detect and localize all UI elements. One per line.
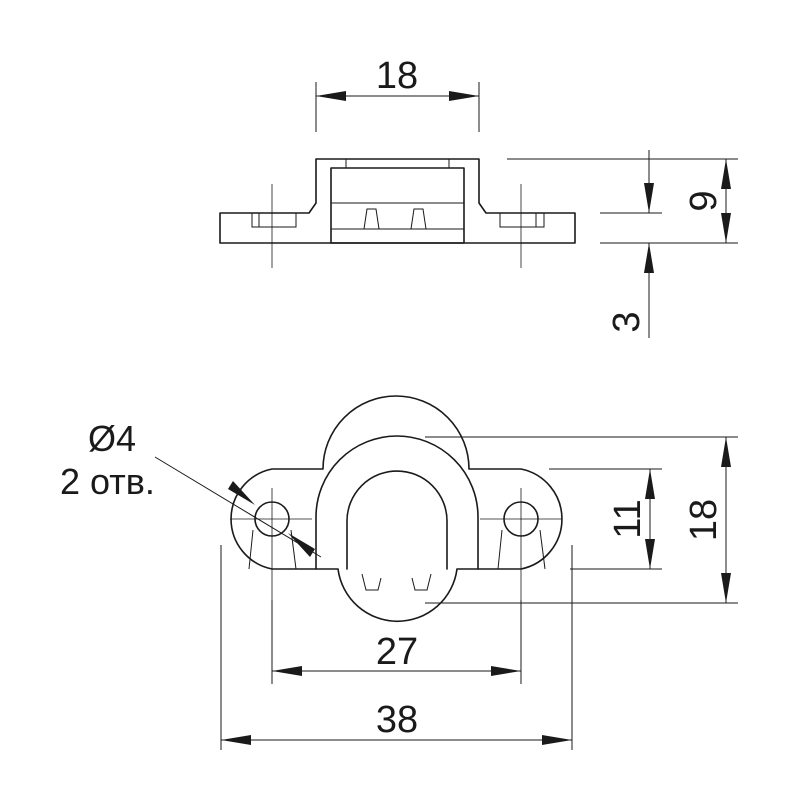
dimension-label-slot-height: 11 <box>607 499 649 538</box>
side-view-hole-right <box>499 212 545 228</box>
plan-view-tooth <box>361 573 382 591</box>
side-view-profile <box>219 158 576 244</box>
dimension-label-top-width: 18 <box>376 55 418 97</box>
dimension-overall-length: 38 <box>220 545 573 750</box>
dimension-label-overall-length: 38 <box>376 699 418 741</box>
side-view-tooth <box>363 208 380 230</box>
side-view <box>219 158 576 268</box>
plan-view-slot <box>346 470 448 570</box>
dimension-label-body-height: 18 <box>683 499 725 541</box>
plan-view-ear-right <box>539 529 546 570</box>
hole-callout: Ø4 2 отв. <box>60 418 322 558</box>
plan-view-ear-left <box>248 529 254 570</box>
dimension-label-height-total: 9 <box>683 190 725 211</box>
dimension-top-width: 18 <box>315 55 480 132</box>
plan-view <box>230 395 563 622</box>
plan-view-ear-right <box>497 529 503 570</box>
dimension-hole-spacing: 27 <box>271 600 522 684</box>
dimension-label-hole-spacing: 27 <box>376 631 418 673</box>
dimension-height: 9 <box>507 158 738 244</box>
side-view-tooth <box>410 208 427 230</box>
side-view-hole-left <box>251 212 297 228</box>
dimension-slot-height: 11 <box>549 468 662 570</box>
hole-diameter-label: Ø4 <box>88 418 136 459</box>
plan-view-contour <box>230 395 563 622</box>
dimension-flange: 3 <box>606 150 654 338</box>
side-view-body <box>330 167 465 244</box>
hole-count-label: 2 отв. <box>60 461 155 502</box>
plan-view-bridge <box>315 435 479 570</box>
plan-view-tooth <box>411 573 432 591</box>
dimension-body-height: 18 <box>425 436 738 604</box>
dimension-label-flange-thickness: 3 <box>606 311 648 332</box>
